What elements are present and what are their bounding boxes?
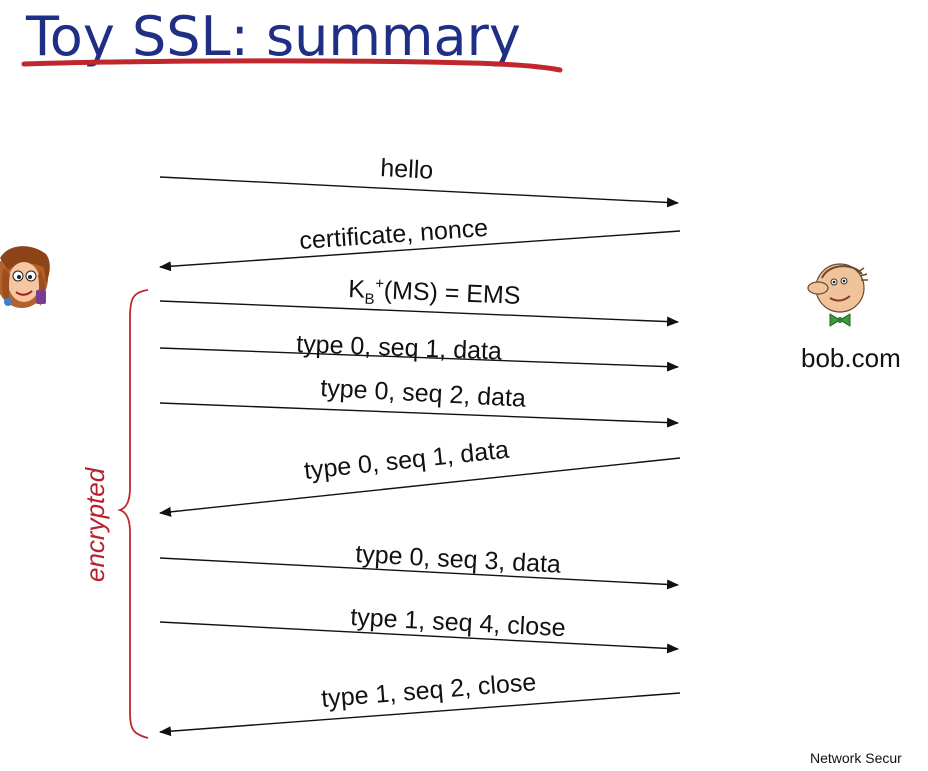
message-label: hello <box>380 154 434 185</box>
message-label: KB+(MS) = EMS <box>348 274 521 314</box>
message-arrow <box>159 621 679 654</box>
slide-footer: Network Secur <box>810 750 902 766</box>
slide-title: Toy SSL: summary <box>26 5 521 68</box>
message-label: type 0, seq 3, data <box>355 540 562 579</box>
message-arrow <box>159 230 681 272</box>
title-underline <box>21 58 563 73</box>
message-arrow <box>159 457 681 517</box>
alice-cartoon-icon <box>0 246 50 308</box>
message-arrow <box>159 347 679 372</box>
message-arrow <box>159 402 679 428</box>
message-arrow <box>159 692 681 737</box>
message-label: type 1, seq 4, close <box>350 603 567 642</box>
message-arrow <box>159 300 679 327</box>
message-label: type 0, seq 1, data <box>303 436 511 485</box>
message-arrow <box>159 557 679 590</box>
message-label: type 0, seq 2, data <box>320 374 527 413</box>
encrypted-bracket <box>117 289 149 739</box>
message-label: type 0, seq 1, data <box>296 330 503 366</box>
encrypted-label: encrypted <box>80 466 110 582</box>
server-label: bob.com <box>801 343 901 373</box>
message-arrow <box>159 176 679 208</box>
message-label: certificate, nonce <box>298 214 488 255</box>
bob-cartoon-icon <box>807 263 868 327</box>
